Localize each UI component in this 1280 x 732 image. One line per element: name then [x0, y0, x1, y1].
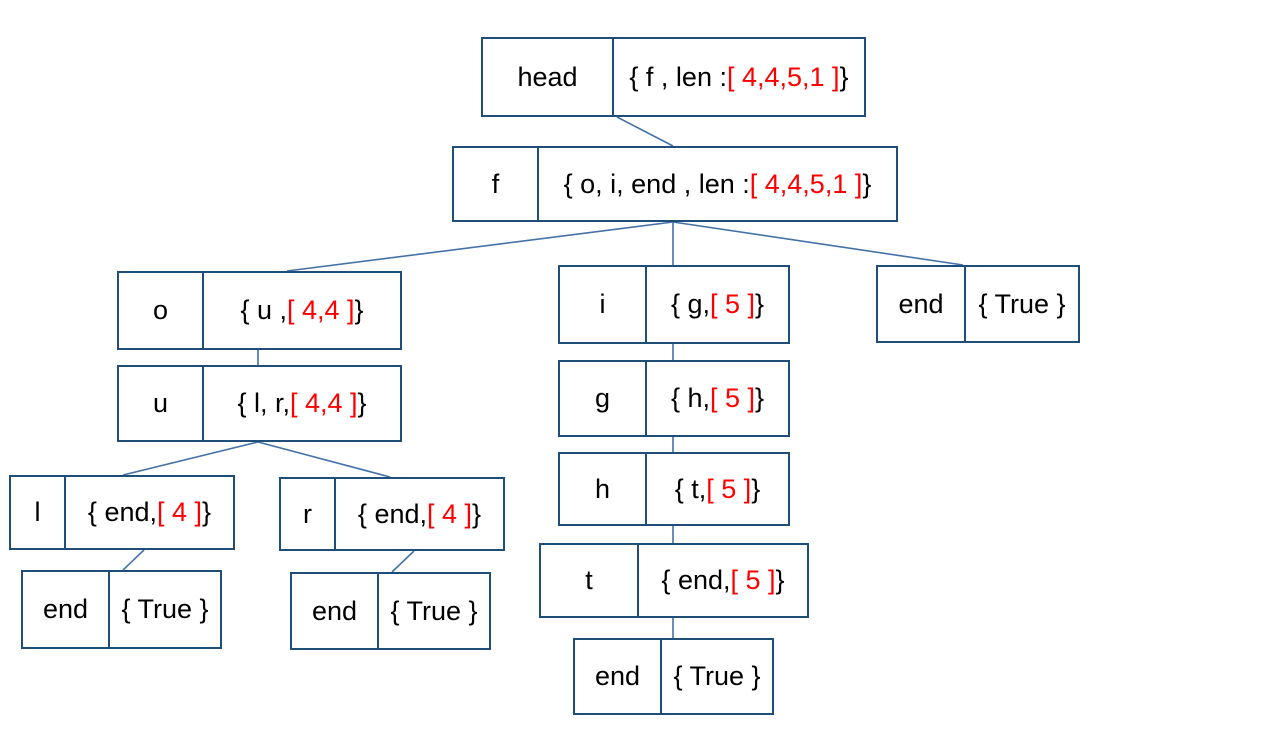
edge-l-to-l-end: [122, 549, 145, 571]
node-r-key: r: [281, 479, 336, 549]
node-h-value-suffix: }: [751, 473, 761, 504]
node-f-value-suffix: }: [862, 168, 872, 199]
node-l-end-value: { True }: [110, 572, 220, 647]
node-f-value-prefix: { o, i, end , len :: [563, 168, 750, 199]
node-r-end-value-suffix: { True }: [390, 595, 478, 626]
node-l-end[interactable]: end { True }: [21, 570, 222, 649]
node-t-value: { end, [ 5 ] }: [639, 545, 807, 616]
node-o-value-suffix: }: [354, 295, 364, 325]
node-t-end-value: { True }: [662, 640, 772, 713]
node-i-key: i: [560, 267, 647, 342]
node-l-end-key: end: [23, 572, 110, 647]
node-h[interactable]: h{ t, [ 5 ] }: [558, 452, 790, 526]
node-head-value-highlight: [ 4,4,5,1 ]: [726, 61, 840, 92]
node-head-value-suffix: }: [839, 61, 849, 92]
node-l-end-value-suffix: { True }: [121, 594, 209, 624]
node-r-value-highlight: [ 4 ]: [427, 498, 473, 529]
node-r-end[interactable]: end { True }: [290, 572, 491, 650]
node-l-value: { end, [ 4 ] }: [66, 477, 233, 548]
node-t-value-prefix: { end,: [661, 565, 731, 595]
node-u-value-highlight: [ 4,4 ]: [289, 388, 358, 418]
node-h-value-highlight: [ 5 ]: [706, 473, 752, 504]
node-r-value: { end, [ 4 ] }: [336, 479, 503, 549]
node-o-key: o: [119, 273, 204, 348]
node-t-end-key: end: [575, 640, 662, 713]
node-u-value-suffix: }: [357, 388, 367, 418]
node-i-value: { g, [ 5 ] }: [647, 267, 788, 342]
node-i[interactable]: i{ g, [ 5 ] }: [558, 265, 790, 344]
node-f-value-highlight: [ 4,4,5,1 ]: [749, 168, 863, 199]
node-t-value-highlight: [ 5 ]: [730, 565, 776, 595]
node-g-value-highlight: [ 5 ]: [709, 383, 756, 413]
node-h-value-prefix: { t,: [674, 473, 707, 504]
node-f-end-value-suffix: { True }: [978, 288, 1066, 319]
node-head[interactable]: head{ f , len : [ 4,4,5,1 ] }: [481, 37, 866, 117]
node-f-end[interactable]: end { True }: [876, 265, 1080, 343]
node-l-value-highlight: [ 4 ]: [157, 497, 203, 527]
node-g-value-prefix: { h,: [670, 383, 710, 413]
node-t[interactable]: t{ end, [ 5 ] }: [539, 543, 809, 618]
node-r[interactable]: r{ end, [ 4 ] }: [279, 477, 505, 551]
node-l-value-prefix: { end,: [87, 497, 157, 527]
node-o-value: { u , [ 4,4 ] }: [204, 273, 400, 348]
node-l-value-suffix: }: [202, 497, 212, 527]
edge-head-to-f: [616, 116, 674, 147]
node-i-value-prefix: { g,: [670, 289, 710, 319]
edge-f-to-f-end: [672, 221, 964, 266]
edge-r-to-r-end: [391, 550, 415, 573]
node-o[interactable]: o{ u , [ 4,4 ] }: [117, 271, 402, 350]
node-g-value-suffix: }: [755, 383, 765, 413]
node-t-value-suffix: }: [775, 565, 785, 595]
node-i-value-suffix: }: [755, 289, 765, 319]
node-u-value-prefix: { l, r,: [237, 388, 290, 418]
node-o-value-highlight: [ 4,4 ]: [286, 295, 355, 325]
edge-u-to-l: [122, 441, 259, 476]
node-t-end-value-suffix: { True }: [673, 661, 761, 691]
node-r-value-prefix: { end,: [357, 498, 427, 529]
edge-f-to-o: [286, 221, 674, 272]
node-h-key: h: [560, 454, 647, 524]
node-head-value: { f , len : [ 4,4,5,1 ] }: [614, 39, 864, 115]
node-h-value: { t, [ 5 ] }: [647, 454, 788, 524]
node-f-end-key: end: [878, 267, 966, 341]
node-g-value: { h, [ 5 ] }: [647, 362, 788, 435]
node-l-key: l: [11, 477, 66, 548]
node-head-key: head: [483, 39, 614, 115]
node-r-end-value: { True }: [379, 574, 489, 648]
node-t-end[interactable]: end { True }: [573, 638, 774, 715]
node-u[interactable]: u{ l, r, [ 4,4 ] }: [117, 365, 402, 442]
node-r-end-key: end: [292, 574, 379, 648]
node-o-value-prefix: { u ,: [240, 295, 287, 325]
node-head-value-prefix: { f , len :: [629, 61, 727, 92]
edge-u-to-r: [257, 441, 391, 478]
node-l[interactable]: l{ end, [ 4 ] }: [9, 475, 235, 550]
node-g[interactable]: g{ h, [ 5 ] }: [558, 360, 790, 437]
node-u-value: { l, r, [ 4,4 ] }: [204, 367, 400, 440]
node-f-value: { o, i, end , len : [ 4,4,5,1 ] }: [539, 148, 896, 220]
node-t-key: t: [541, 545, 639, 616]
node-i-value-highlight: [ 5 ]: [709, 289, 756, 319]
node-f[interactable]: f{ o, i, end , len : [ 4,4,5,1 ] }: [452, 146, 898, 222]
node-r-value-suffix: }: [472, 498, 482, 529]
node-f-key: f: [454, 148, 539, 220]
node-g-key: g: [560, 362, 647, 435]
node-f-end-value: { True }: [966, 267, 1078, 341]
node-u-key: u: [119, 367, 204, 440]
